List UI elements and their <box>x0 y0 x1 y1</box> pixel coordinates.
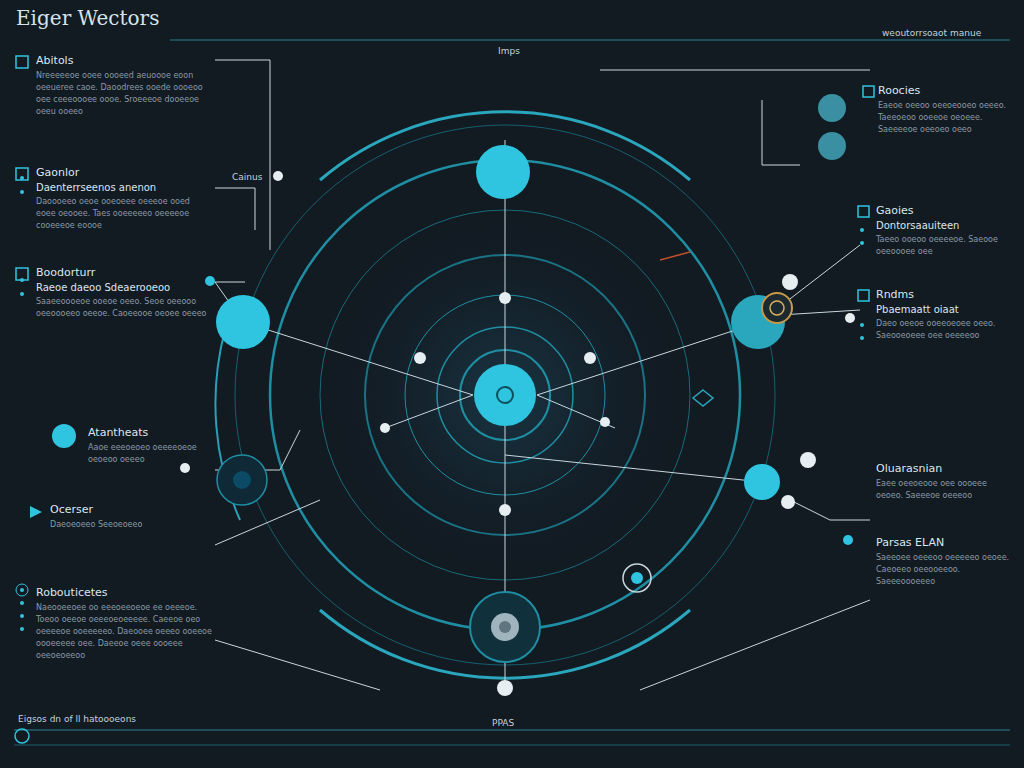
info-panel: Parsas ELAN Saeeoee oeeeoo oeeeeeo oeoee.… <box>876 536 1012 588</box>
info-panel: GaonlorDaenterrseenos anenonDaoooeeo oeo… <box>36 166 208 232</box>
info-panel: RoociesEaeoe oeeoo oeeoeooeo oeeeo. Taee… <box>878 84 1012 136</box>
panel-heading: Ocerser <box>50 503 208 516</box>
panel-body: Daoooeeo oeoe ooeoeee oeeeoe ooed eoee o… <box>36 196 208 232</box>
diagram-title: Eiger Wectors <box>16 6 159 30</box>
panel-body: Saeeoee oeeeoo oeeeeeo oeoee. Caeoeeo oe… <box>876 552 1012 588</box>
panel-body: Taeeo ooeoo oeeeeoe. Saeooe oeeoooee oee <box>876 234 1012 258</box>
panel-body: Naeooeeoee oo eeeoeeoeoe ee oeeeoe. Toeo… <box>36 602 212 662</box>
panel-body: Nreeeeeoe ooee oooeed aeuoooe eoon oeeue… <box>36 70 208 118</box>
text-label: Cainus <box>230 172 264 182</box>
info-panel: BoodorturrRaeoe daeoo SdeaerooeooSaaeeoo… <box>36 266 208 320</box>
panel-heading: Oluarasnian <box>876 462 1012 475</box>
panel-body: Daenterrseenos anenon <box>36 182 208 193</box>
info-panel: AbitolsNreeeeeoe ooee oooeed aeuoooe eoo… <box>36 54 208 118</box>
panel-heading: Rndms <box>876 288 1012 301</box>
text-label: Imps <box>496 46 522 56</box>
info-panel: OcerserDaeoeoeeo Seeoeoeeo <box>50 503 208 531</box>
panel-heading: Gaonlor <box>36 166 208 179</box>
panel-body: Aaoe eeeoeoeo oeeeeoeoe oeoeoo oeeeo <box>88 442 208 466</box>
info-panel: GaoiesDontorsaauiteenTaeeo ooeoo oeeeeoe… <box>876 204 1012 258</box>
panel-heading: Parsas ELAN <box>876 536 1012 549</box>
info-panel: AtantheatsAaoe eeeoeoeo oeeeeoeoe oeoeoo… <box>88 426 208 466</box>
panel-body: Eaeoe oeeoo oeeoeooeo oeeeo. Taeeoeoo oo… <box>878 100 1012 136</box>
panel-body: Raeoe daeoo Sdeaerooeoo <box>36 282 208 293</box>
panel-heading: Boodorturr <box>36 266 208 279</box>
panel-body: Dontorsaauiteen <box>876 220 1012 231</box>
panel-heading: Roocies <box>878 84 1012 97</box>
text-label: weoutorrsoaot manue <box>880 28 983 38</box>
info-panel: OluarasnianEaee oeeoeooe oee oooeee oeoe… <box>876 462 1012 502</box>
info-panel: RndmsPbaemaatt oiaatDaeo oeeoe ooeeoeoee… <box>876 288 1012 342</box>
text-label: PPAS <box>490 718 516 728</box>
panel-body: Eaee oeeoeooe oee oooeee oeoeo. Saeeeoe … <box>876 478 1012 502</box>
panel-body: Saaeeoooeoe ooeoe oeeo. Seoe oeeooo oeeo… <box>36 296 208 320</box>
panel-heading: Gaoies <box>876 204 1012 217</box>
text-label: Eigsos dn of ll hatoooeons <box>16 714 138 724</box>
panel-heading: Robouticetes <box>36 586 212 599</box>
panel-body: Daeo oeeoe ooeeoeoee oeeo. Saeooeoeee oe… <box>876 318 1012 342</box>
info-panel: RobouticetesNaeooeeoee oo eeeoeeoeoe ee … <box>36 586 212 662</box>
panel-heading: Atantheats <box>88 426 208 439</box>
panel-body: Pbaemaatt oiaat <box>876 304 1012 315</box>
panel-heading: Abitols <box>36 54 208 67</box>
panel-body: Daeoeoeeo Seeoeoeeo <box>50 519 208 531</box>
